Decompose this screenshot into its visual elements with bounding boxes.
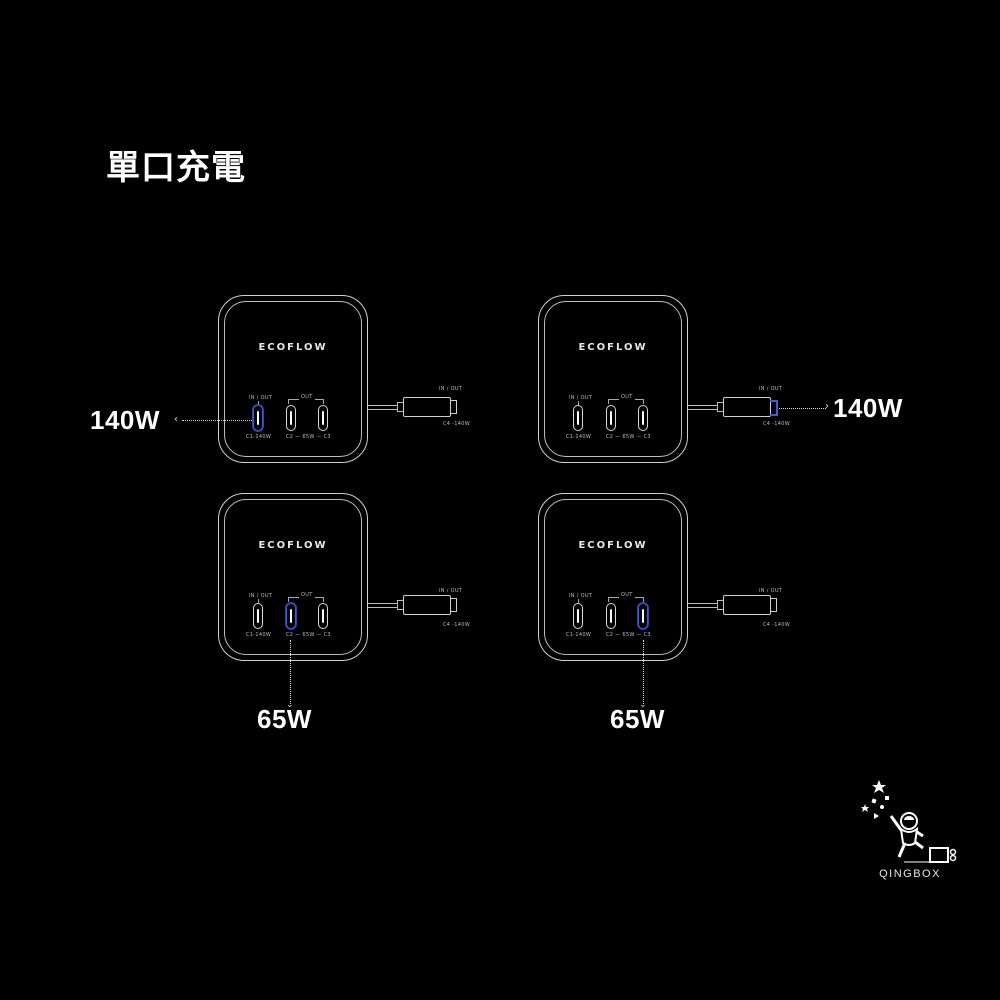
qingbox-watermark: QINGBOX bbox=[860, 780, 960, 890]
c2-power-value: 65W bbox=[257, 704, 312, 734]
port-c1 bbox=[253, 405, 263, 431]
charger-inner-shell bbox=[544, 301, 682, 457]
c1-power-label: C1-140W bbox=[246, 434, 272, 440]
c4-power-label: C4 -140W bbox=[443, 622, 470, 628]
c2c3-power-label: C2 — 65W — C3 bbox=[606, 434, 651, 440]
out-label: OUT bbox=[299, 592, 315, 598]
c1-tick bbox=[578, 599, 579, 603]
c4-inout-label: IN / OUT bbox=[759, 588, 783, 594]
c3-power-value: 65W bbox=[610, 704, 665, 734]
c2-leader-line bbox=[290, 640, 291, 704]
cable bbox=[368, 405, 398, 410]
c1-power-label: C1-140W bbox=[566, 632, 592, 638]
c4-plug-tip-active bbox=[770, 400, 778, 416]
page-title: 單口充電 bbox=[106, 148, 246, 188]
c1-leader-line bbox=[182, 420, 252, 421]
c2c3-power-label: C2 — 65W — C3 bbox=[286, 632, 331, 638]
c1-power-label: C1-140W bbox=[566, 434, 592, 440]
c1-power-label: C1-140W bbox=[246, 632, 272, 638]
c4-plug bbox=[403, 397, 451, 417]
c4-inout-label: IN / OUT bbox=[439, 386, 463, 392]
c4-leader-line bbox=[779, 408, 826, 409]
c4-power-label: C4 -140W bbox=[443, 421, 470, 427]
c4-plug-tip bbox=[770, 598, 777, 612]
port-c3 bbox=[638, 603, 648, 629]
port-c2 bbox=[606, 405, 616, 431]
c2c3-power-label: C2 — 65W — C3 bbox=[286, 434, 331, 440]
port-c1 bbox=[573, 405, 583, 431]
port-c2 bbox=[606, 603, 616, 629]
port-c2 bbox=[286, 405, 296, 431]
ecoflow-logo: ECOFLOW bbox=[578, 540, 648, 551]
port-c2 bbox=[286, 603, 296, 629]
c1-inout-label: IN / OUT bbox=[249, 395, 273, 401]
c1-tick bbox=[258, 401, 259, 405]
c4-plug bbox=[403, 595, 451, 615]
c1-power-value: 140W bbox=[90, 405, 160, 435]
arrow-down-icon: ⌄ bbox=[286, 700, 294, 710]
port-c3 bbox=[318, 603, 328, 629]
arrow-left-icon: ‹ bbox=[174, 414, 178, 425]
port-c1 bbox=[253, 603, 263, 629]
charger-diagram-c3: ECOFLOW IN / OUT OUT C1-140W C2 — 65W — … bbox=[538, 493, 688, 661]
c4-power-label: C4 -140W bbox=[763, 622, 790, 628]
arrow-down-icon: ⌄ bbox=[639, 700, 647, 710]
charger-outer-shell bbox=[218, 493, 368, 661]
charger-diagram-c4: ECOFLOW IN / OUT OUT C1-140W C2 — 65W — … bbox=[538, 295, 688, 463]
ecoflow-logo: ECOFLOW bbox=[258, 342, 328, 353]
charger-outer-shell bbox=[538, 295, 688, 463]
charger-outer-shell bbox=[218, 295, 368, 463]
ecoflow-logo: ECOFLOW bbox=[258, 540, 328, 551]
c1-inout-label: IN / OUT bbox=[569, 395, 593, 401]
charger-outer-shell bbox=[538, 493, 688, 661]
port-c3 bbox=[318, 405, 328, 431]
out-label: OUT bbox=[299, 394, 315, 400]
charger-inner-shell bbox=[544, 499, 682, 655]
cable bbox=[688, 603, 718, 608]
arrow-right-icon: › bbox=[825, 401, 829, 412]
ecoflow-logo: ECOFLOW bbox=[578, 342, 648, 353]
astronaut-stars-icon bbox=[861, 780, 957, 863]
charger-diagram-c1: ECOFLOW IN / OUT OUT C1-140W C2 — 65W — … bbox=[218, 295, 368, 463]
c4-plug bbox=[723, 595, 771, 615]
c4-power-value: 140W bbox=[833, 393, 903, 423]
cable bbox=[368, 603, 398, 608]
c3-leader-line bbox=[643, 640, 644, 704]
c1-tick bbox=[578, 401, 579, 405]
out-label: OUT bbox=[619, 394, 635, 400]
charger-diagram-c2: ECOFLOW IN / OUT OUT C1-140W C2 — 65W — … bbox=[218, 493, 368, 661]
c4-inout-label: IN / OUT bbox=[759, 386, 783, 392]
c4-plug bbox=[723, 397, 771, 417]
port-c1 bbox=[573, 603, 583, 629]
c1-tick bbox=[258, 599, 259, 603]
c4-plug-tip bbox=[450, 400, 457, 414]
c2c3-power-label: C2 — 65W — C3 bbox=[606, 632, 651, 638]
brand-name: QINGBOX bbox=[879, 868, 941, 880]
cable bbox=[688, 405, 718, 410]
c1-inout-label: IN / OUT bbox=[569, 593, 593, 599]
port-c3 bbox=[638, 405, 648, 431]
charger-inner-shell bbox=[224, 499, 362, 655]
c4-inout-label: IN / OUT bbox=[439, 588, 463, 594]
out-label: OUT bbox=[619, 592, 635, 598]
charger-inner-shell bbox=[224, 301, 362, 457]
c1-inout-label: IN / OUT bbox=[249, 593, 273, 599]
c4-plug-tip bbox=[450, 598, 457, 612]
c4-power-label: C4 -140W bbox=[763, 421, 790, 427]
